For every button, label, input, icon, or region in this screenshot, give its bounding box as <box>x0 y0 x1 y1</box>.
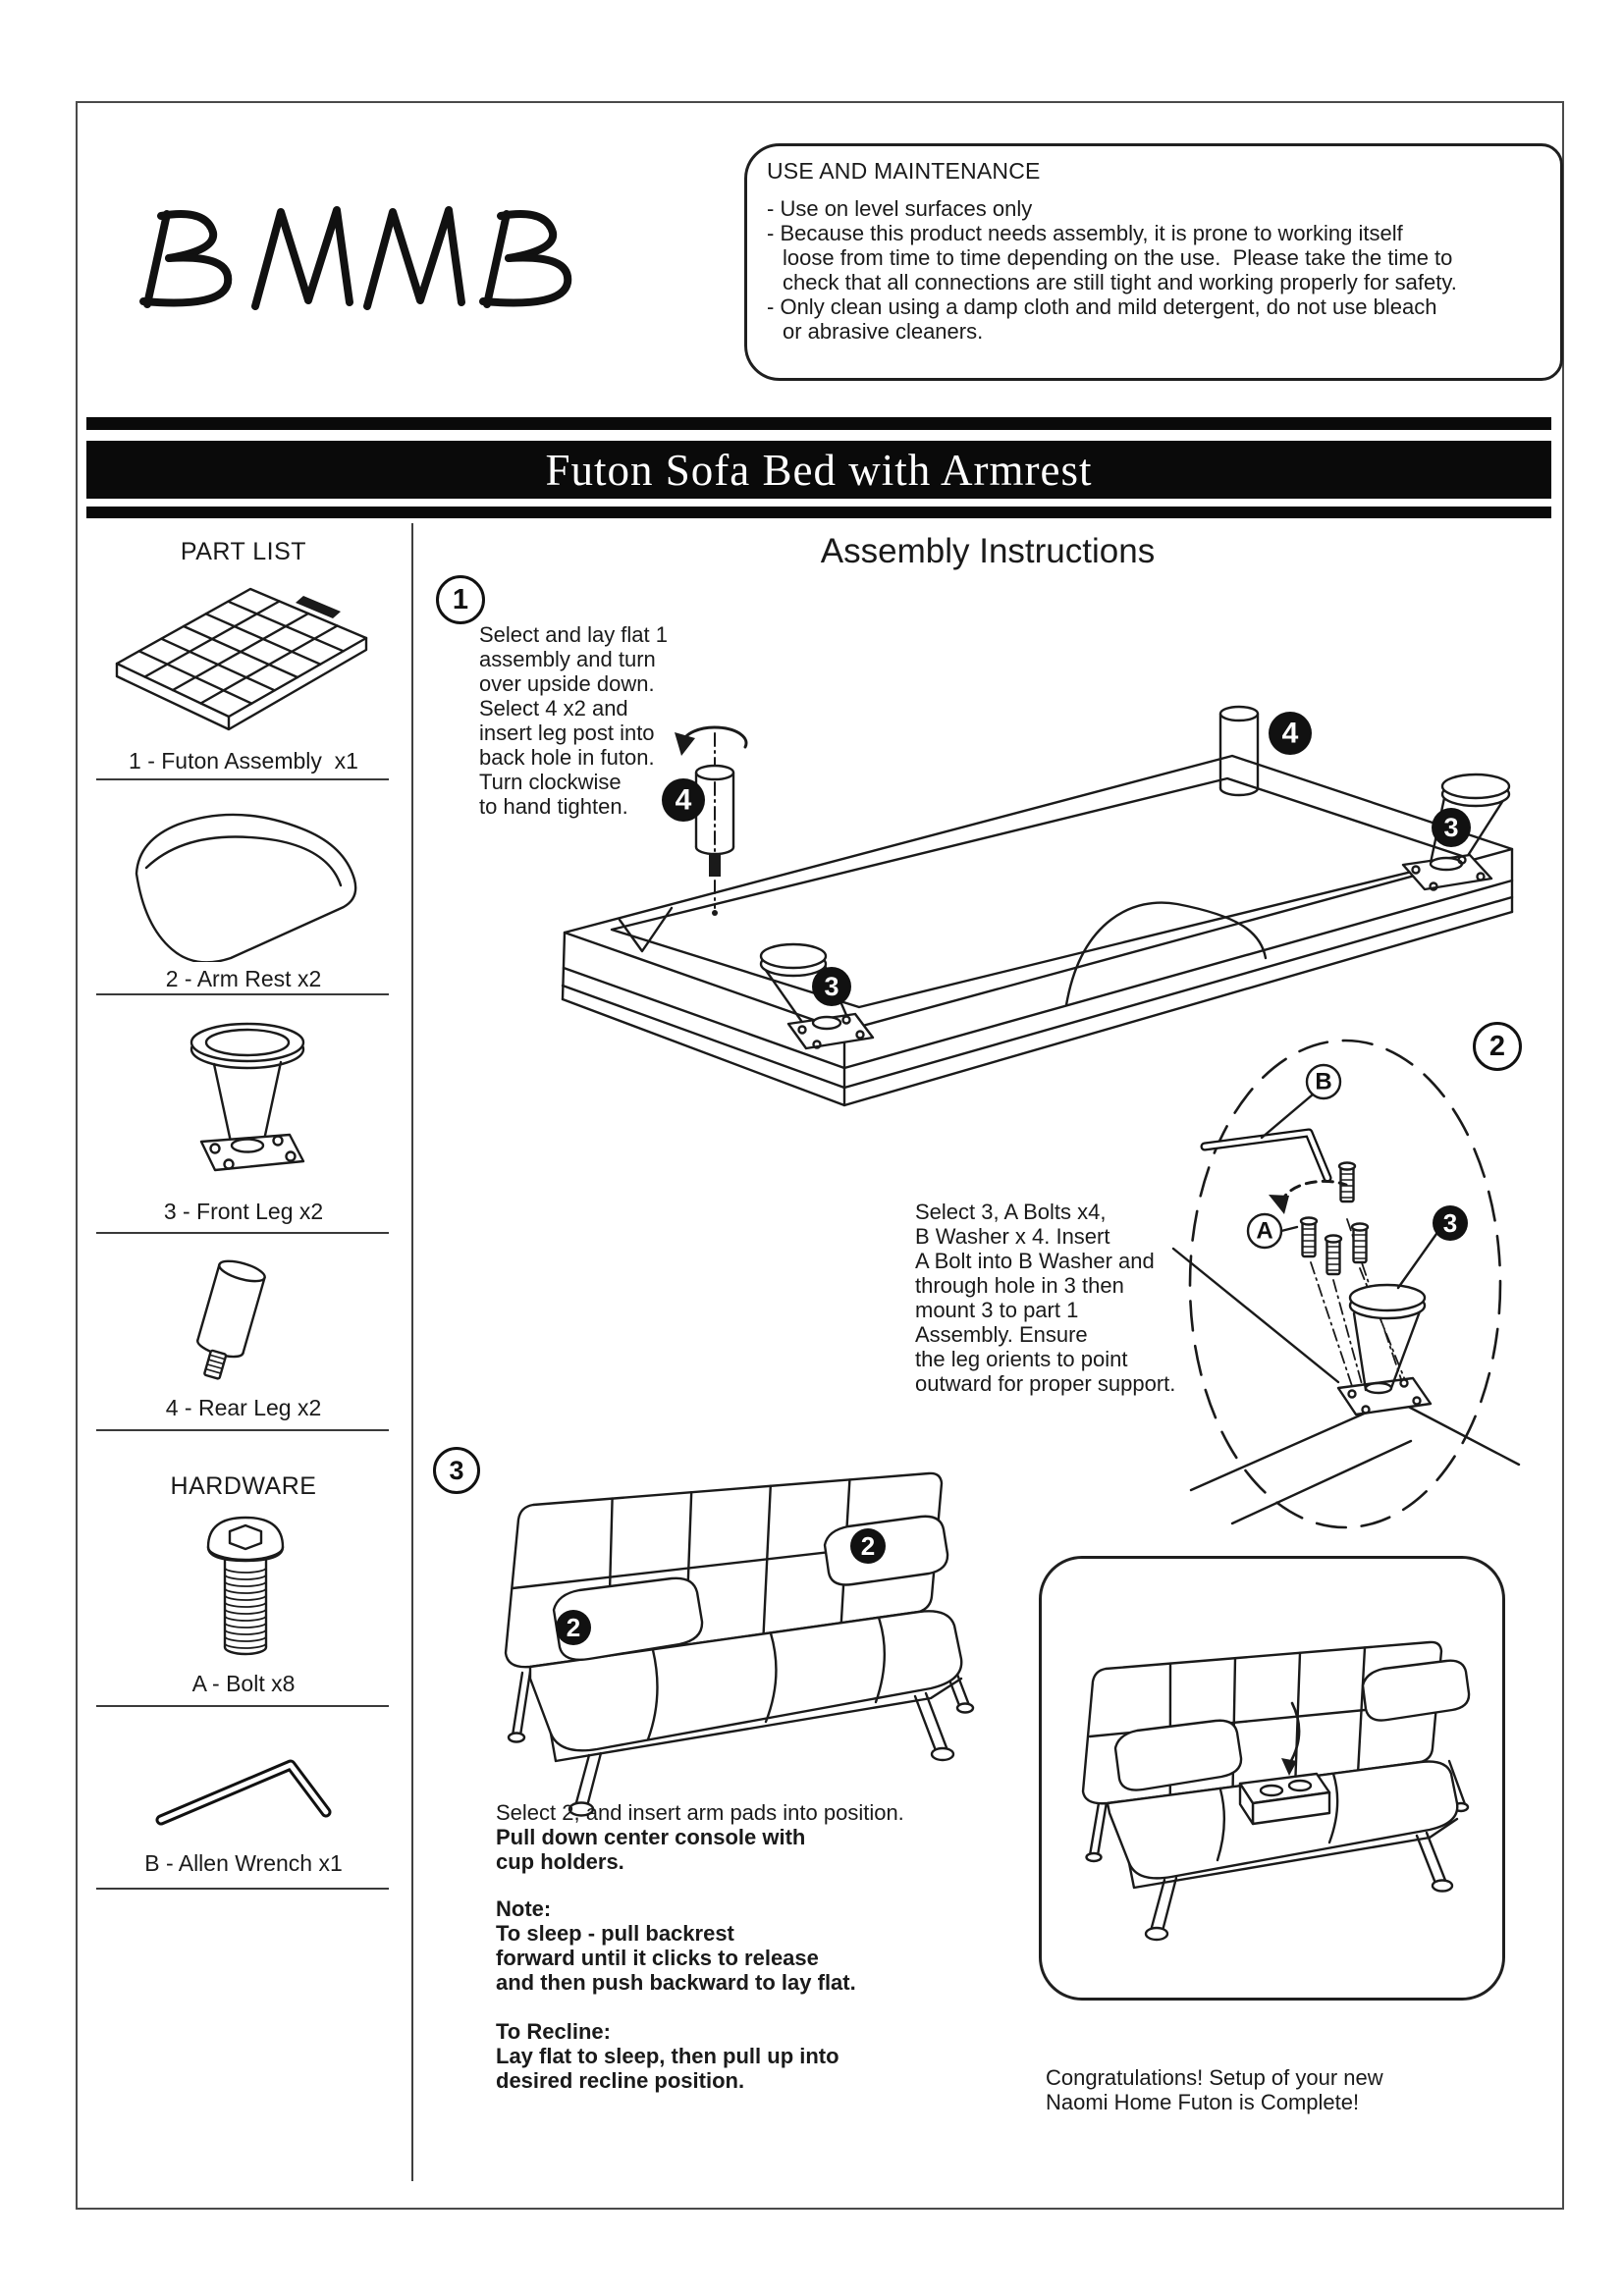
step-3-diagram: 2 2 <box>504 1471 975 1817</box>
futon-tag <box>296 596 341 618</box>
step-3-number-label: 3 <box>449 1455 464 1485</box>
step-1-number: 1 <box>436 575 485 624</box>
step-1-number-label: 1 <box>452 583 469 615</box>
maintenance-bullet: Only clean using a damp cloth and mild d… <box>767 294 1541 344</box>
column-divider <box>411 523 413 2181</box>
arm-rest-drawing <box>135 813 357 962</box>
finished-futon-drawing <box>1081 1640 1471 1942</box>
step-2-number-label: 2 <box>1488 1030 1506 1062</box>
callout-letter-a <box>1246 1212 1283 1250</box>
badge-arm-rest-label: 2 <box>861 1531 875 1561</box>
detail-callout-ellipse <box>1188 1039 1502 1529</box>
step-1-diagram: 4 4 3 3 <box>561 705 1514 1107</box>
step-3-console-text: Pull down center console with cup holder… <box>496 1825 806 1874</box>
badge-front-leg-label: 3 <box>1443 1208 1457 1238</box>
front-leg-drawing <box>189 1022 305 1172</box>
badge-front-leg <box>812 967 851 1006</box>
part-label-arm-rest: 2 - Arm Rest x2 <box>165 966 322 991</box>
congratulations-text: Congratulations! Setup of your new Naomi… <box>1046 2065 1383 2114</box>
bmmb-logo <box>139 206 572 310</box>
use-and-maintenance-box: USE AND MAINTENANCE Use on level surface… <box>744 143 1563 381</box>
finished-futon-box <box>1039 1556 1505 2001</box>
product-banner: Futon Sofa Bed with Armrest <box>86 441 1551 499</box>
bolt-drawing <box>206 1516 285 1656</box>
badge-front-leg-label: 3 <box>824 972 839 1001</box>
product-title: Futon Sofa Bed with Armrest <box>545 445 1093 495</box>
hardware-label-allen-wrench: B - Allen Wrench x1 <box>144 1850 343 1876</box>
assembly-instructions-title: Assembly Instructions <box>820 532 1156 570</box>
badge-rear-leg <box>1269 712 1312 755</box>
banner-bottom-rule <box>86 507 1551 518</box>
step-3-recline-text: To Recline: Lay flat to sleep, then pull… <box>496 2019 839 2093</box>
sidebar-divider <box>96 1705 389 1707</box>
maintenance-bullet-list: Use on level surfaces only Because this … <box>767 196 1541 344</box>
sidebar-divider <box>96 993 389 995</box>
sidebar-divider <box>96 778 389 780</box>
sidebar-divider <box>96 1888 389 1890</box>
part-label-futon-assembly: 1 - Futon Assembly x1 <box>129 748 358 774</box>
callout-letter-b <box>1305 1063 1342 1100</box>
step-2-text: Select 3, A Bolts x4, B Washer x 4. Inse… <box>915 1200 1176 1396</box>
banner-top-rule <box>86 417 1551 430</box>
badge-rear-leg-label: 4 <box>1282 718 1299 750</box>
step-3-intro-text: Select 2, and insert arm pads into posit… <box>496 1800 904 1825</box>
cup-holder <box>1287 1779 1313 1792</box>
hardware-label-bolt: A - Bolt x8 <box>191 1671 296 1696</box>
maintenance-bullet: Because this product needs assembly, it … <box>767 221 1541 294</box>
badge-front-leg <box>1432 808 1471 847</box>
bolt-a-drawing <box>1299 1161 1370 1276</box>
step-2-number: 2 <box>1473 1022 1522 1071</box>
step-1-text: Select and lay flat 1 assembly and turn … <box>479 622 669 819</box>
rear-leg-drawing <box>196 1259 266 1380</box>
hardware-title: HARDWARE <box>170 1472 317 1500</box>
callout-letter-a-label: A <box>1256 1218 1272 1245</box>
badge-rear-leg-label: 4 <box>676 784 692 817</box>
step-2-diagram: B A 3 <box>1171 1039 1521 1529</box>
sidebar-divider <box>96 1429 389 1431</box>
badge-rear-leg <box>662 778 705 822</box>
part-label-rear-leg: 4 - Rear Leg x2 <box>165 1395 322 1420</box>
futon-assembly-drawing <box>115 587 368 731</box>
sidebar-divider <box>96 1232 389 1234</box>
step-3-number: 3 <box>433 1447 480 1494</box>
badge-front-leg <box>1433 1205 1468 1241</box>
badge-arm-rest <box>850 1528 886 1564</box>
badge-arm-rest-label: 2 <box>567 1613 580 1642</box>
maintenance-bullet: Use on level surfaces only <box>767 196 1541 221</box>
step-3-note-text: Note: To sleep - pull backrest forward u… <box>496 1896 856 1995</box>
use-and-maintenance-title: USE AND MAINTENANCE <box>767 158 1041 184</box>
step-1-part-badges: 4 4 3 3 <box>662 712 1471 1006</box>
allen-wrench-drawing <box>155 1759 332 1826</box>
callout-letter-b-label: B <box>1315 1069 1331 1095</box>
cup-holder <box>1259 1784 1284 1797</box>
part-label-front-leg: 3 - Front Leg x2 <box>163 1199 324 1224</box>
page-border <box>76 101 1564 2210</box>
badge-front-leg-label: 3 <box>1443 813 1458 842</box>
part-list-title: PART LIST <box>180 538 307 565</box>
badge-arm-rest <box>556 1610 591 1645</box>
